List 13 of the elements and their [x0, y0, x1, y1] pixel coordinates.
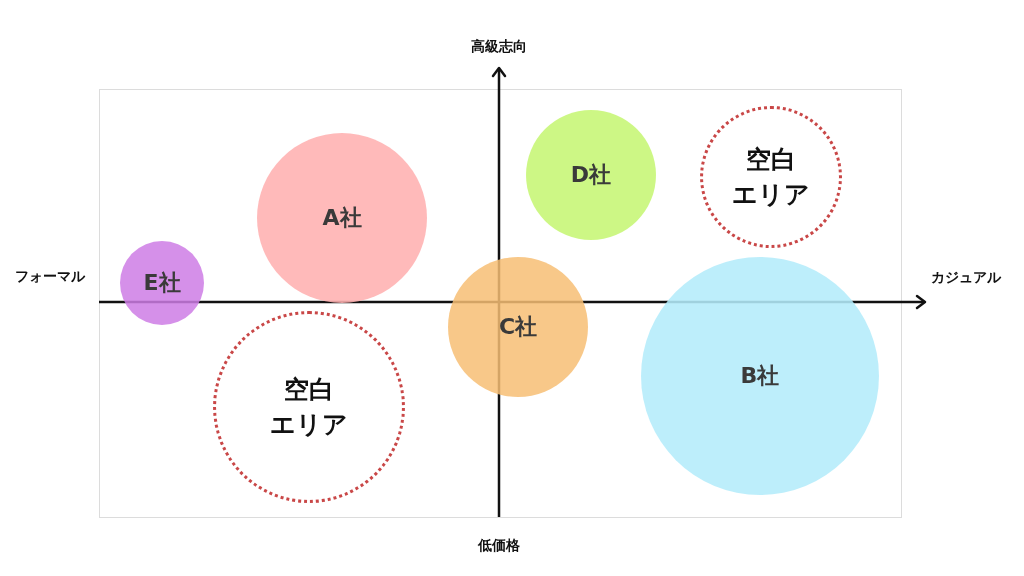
- company-name: B社: [740, 361, 780, 390]
- axis-label: 低価格: [478, 537, 520, 555]
- company-name: D社: [570, 160, 612, 189]
- blank-area-label: 空白エリア: [732, 144, 810, 211]
- axis-label: フォーマル: [15, 268, 85, 286]
- blank-area-label: 空白エリア: [270, 374, 348, 441]
- blank-area-circle: [700, 106, 842, 248]
- company-name: A社: [322, 203, 362, 232]
- company-name: E社: [143, 268, 181, 297]
- blank-area-circle: [213, 311, 405, 503]
- axis-label: カジュアル: [931, 269, 1001, 287]
- company-name: C社: [498, 312, 538, 341]
- axis-label: 高級志向: [471, 38, 527, 56]
